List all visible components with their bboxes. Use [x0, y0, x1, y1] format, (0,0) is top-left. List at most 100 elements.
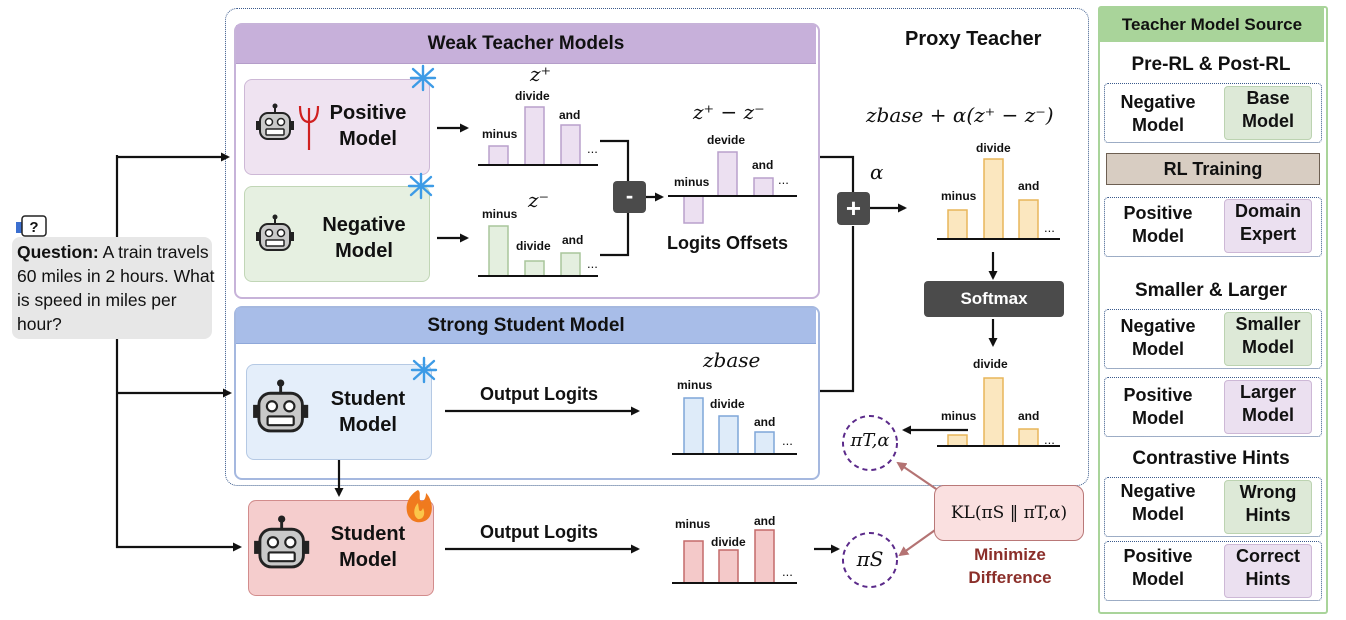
offsets-logit-bar [683, 195, 704, 224]
domain-expert-chip: Domain Expert [1224, 199, 1312, 253]
negative-logit-bar [524, 260, 545, 277]
trained-logit-bar [683, 540, 704, 584]
bar-charts [478, 106, 1060, 584]
negative-logit-bar [488, 225, 509, 277]
positive-model-label: Positive Model [329, 102, 407, 150]
output-logits-label: Output Logits [480, 384, 598, 404]
alpha-label: α [870, 160, 884, 184]
snowflake-icon [407, 172, 435, 200]
token-label-minus: minus [677, 378, 713, 392]
question-text: Question: A train travels 60 miles in 2 … [17, 240, 217, 336]
strong-student-header: Strong Student Model [236, 308, 816, 344]
token-label-minus: minus [941, 409, 977, 423]
ellipsis: ... [1044, 432, 1055, 447]
svg-text:?: ? [29, 219, 38, 236]
token-label-and: and [1018, 179, 1040, 193]
offsets-logit-bar [717, 151, 738, 197]
question-box [12, 237, 212, 339]
plus-operator-label: + [845, 193, 862, 223]
pi-student-circle [842, 532, 898, 588]
section-title-smaller-larger: Smaller & Larger [1134, 280, 1288, 301]
teacher-model-source-title: Teacher Model Source [1100, 8, 1324, 42]
token-label-devide: devide [707, 133, 746, 147]
negative-model-label: Negative Model [322, 214, 406, 262]
token-label-minus: minus [482, 207, 518, 221]
token-label-and: and [754, 514, 776, 528]
negative-logit-bar [560, 252, 581, 277]
weak-teacher-header-label: Weak Teacher Models [427, 33, 625, 54]
weak-teacher-header: Weak Teacher Models [236, 25, 816, 64]
z-base-label: zbase [703, 348, 761, 372]
proxy-teacher-frame [225, 8, 1089, 486]
student-model-label: Student Model [330, 388, 406, 436]
strong-student-header-label: Strong Student Model [427, 315, 625, 336]
proxy-logit-bar [947, 209, 968, 240]
ellipsis: ... [587, 256, 598, 271]
positive-model-row [1104, 541, 1322, 601]
positive-logit-bar [560, 124, 581, 166]
positive-model-label: Positive Model [1123, 203, 1193, 246]
minus-operator-label: - [625, 183, 634, 208]
z-plus-label: z⁺ [530, 62, 552, 86]
positive-logit-bar [524, 106, 545, 166]
negative-model-label: Negative Model [1120, 92, 1196, 135]
softmax-arrows [814, 252, 998, 554]
snowflake-icon [409, 64, 437, 92]
pi-teacher-label: πT,α [850, 430, 890, 451]
proxy-teacher-title: Proxy Teacher [905, 28, 1042, 50]
negative-model-row [1104, 83, 1322, 143]
pi-teacher-circle [842, 415, 898, 471]
section-title-pre-post-rl: Pre-RL & Post-RL [1131, 54, 1291, 75]
token-label-and: and [559, 108, 581, 122]
robot-icon [253, 379, 309, 433]
pi-student-label: πS [856, 547, 884, 571]
smaller-model-chip: Smaller Model [1224, 312, 1312, 366]
negative-model-row [1104, 477, 1322, 537]
student-logit-bar [718, 415, 739, 455]
snowflake-icon [410, 356, 438, 384]
token-label-divide: divide [516, 239, 551, 253]
combined-formula-label: zbase + α(z⁺ − z⁻) [866, 103, 1054, 127]
z-diff-label: z⁺ − z⁻ [693, 100, 765, 124]
positive-model-row [1104, 197, 1322, 257]
add-connector [820, 155, 907, 393]
token-label-divide: divide [973, 357, 1008, 371]
base-model-chip: Base Model [1224, 86, 1312, 140]
question-body: A train travels 60 miles in 2 hours. Wha… [17, 242, 215, 334]
softmax-block: Softmax [924, 281, 1064, 317]
ellipsis: ... [782, 564, 793, 579]
positive-model-row [1104, 377, 1322, 437]
robot-icon [254, 515, 310, 569]
z-minus-label: z⁻ [528, 188, 550, 212]
robot-icon [256, 103, 294, 140]
kl-formula: KL(πS ‖ πT,α) [950, 503, 1068, 523]
softmax-logit-bar [1018, 428, 1039, 447]
logits-offsets-label: Logits Offsets [667, 233, 789, 253]
plus-operator [837, 192, 870, 225]
devil-trident-icon [298, 105, 320, 150]
token-label-and: and [1018, 409, 1040, 423]
token-label-minus: minus [482, 127, 518, 141]
question-chat-icon: ? [16, 215, 47, 237]
token-label-and: and [562, 233, 584, 247]
token-label-divide: divide [711, 535, 746, 549]
trained-student-model-box [248, 500, 434, 596]
positive-model-label: Positive Model [1123, 546, 1193, 589]
positive-logit-bar [488, 145, 509, 166]
softmax-logit-bar [983, 377, 1004, 447]
minimize-difference-label: Minimize Difference [968, 545, 1052, 587]
token-label-minus: minus [941, 189, 977, 203]
positive-model-box [244, 79, 430, 175]
token-label-divide: divide [976, 141, 1011, 155]
token-label-divide: divide [710, 397, 745, 411]
negative-model-row [1104, 309, 1322, 369]
negative-model-label: Negative Model [1120, 481, 1196, 524]
trained-student-model-label: Student Model [330, 523, 406, 571]
softmax-logit-bar [947, 434, 968, 447]
wrong-hints-chip: Wrong Hints [1224, 480, 1312, 534]
proxy-logit-bar [1018, 199, 1039, 240]
ellipsis: ... [778, 172, 789, 187]
trained-logit-bar [754, 529, 775, 584]
token-label-and: and [752, 158, 774, 172]
trained-output-logits-label: Output Logits [480, 522, 598, 542]
